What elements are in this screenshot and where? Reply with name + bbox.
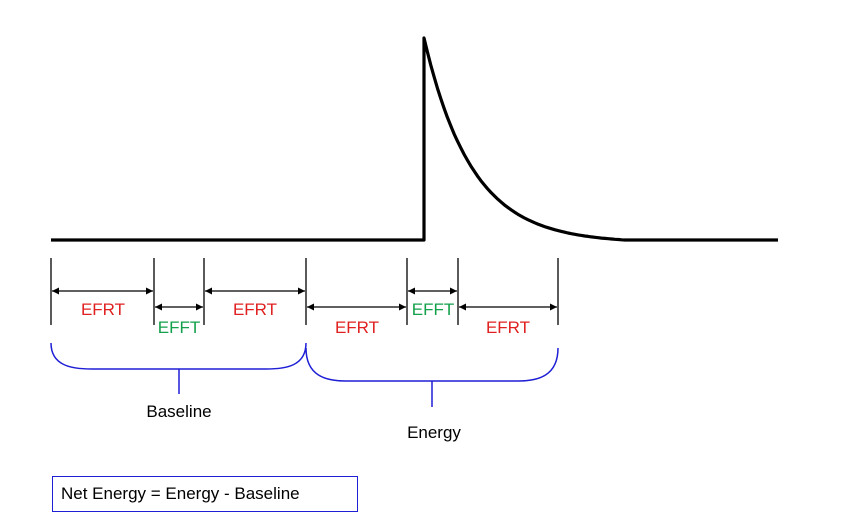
arrowhead-left <box>459 303 466 311</box>
arrowhead-left <box>408 287 415 295</box>
signal-waveform <box>51 36 778 242</box>
baseline-brace <box>50 342 307 394</box>
interval-label-efrt-1: EFRT <box>81 300 125 319</box>
arrowhead-left <box>205 287 212 295</box>
net-energy-formula-box: Net Energy = Energy - Baseline <box>52 476 358 512</box>
interval-arrow <box>307 303 406 311</box>
interval-label-efrt-4: EFRT <box>486 318 530 337</box>
net-energy-formula: Net Energy = Energy - Baseline <box>61 484 300 503</box>
arrowhead-left <box>155 303 162 311</box>
interval-arrow <box>52 287 153 295</box>
arrowhead-right <box>298 287 305 295</box>
interval-arrow <box>155 303 203 311</box>
baseline-label: Baseline <box>146 402 211 421</box>
arrowhead-right <box>399 303 406 311</box>
interval-label-efrt-2: EFRT <box>233 300 277 319</box>
interval-label-efft-1: EFFT <box>158 318 201 337</box>
energy-label: Energy <box>407 423 461 442</box>
arrowhead-right <box>196 303 203 311</box>
interval-arrow <box>408 287 457 295</box>
interval-arrows <box>52 287 557 311</box>
arrowhead-left <box>52 287 59 295</box>
interval-arrow <box>205 287 305 295</box>
arrowhead-right <box>146 287 153 295</box>
interval-arrow <box>459 303 557 311</box>
energy-brace <box>305 347 559 407</box>
interval-label-efft-2: EFFT <box>412 300 455 319</box>
interval-label-efrt-3: EFRT <box>335 318 379 337</box>
interval-labels: EFRT EFFT EFRT EFRT EFFT EFRT <box>81 300 530 337</box>
interval-tick-marks <box>50 258 559 325</box>
arrowhead-right <box>550 303 557 311</box>
arrowhead-right <box>450 287 457 295</box>
arrowhead-left <box>307 303 314 311</box>
